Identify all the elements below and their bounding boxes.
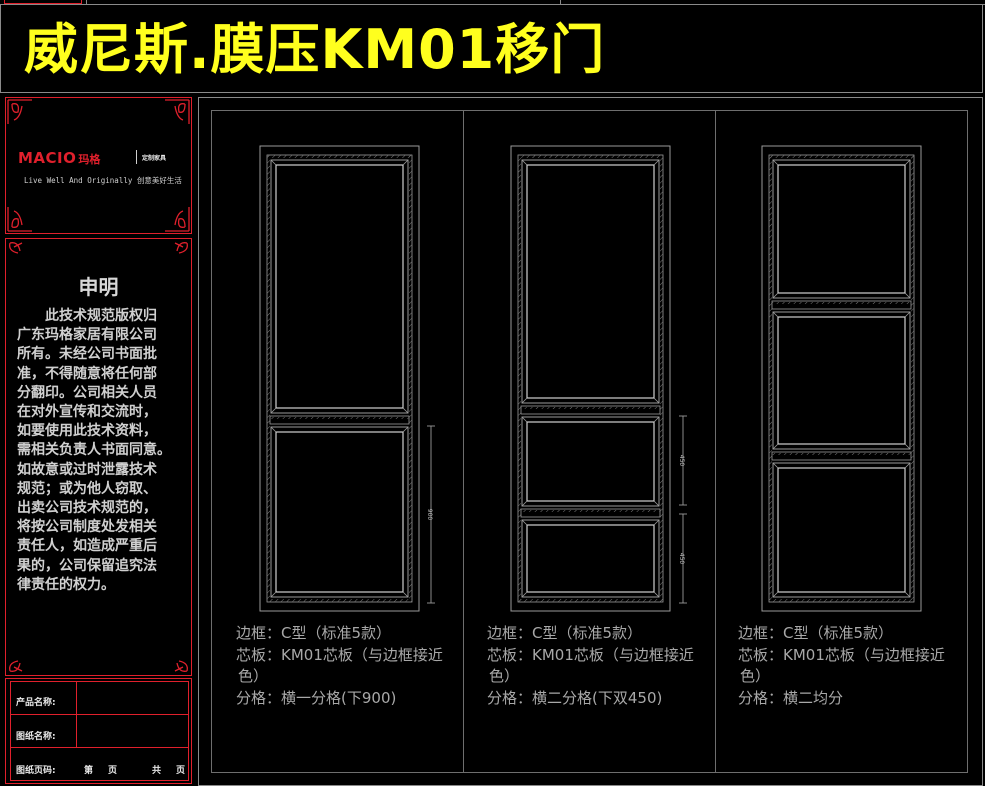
door-caption-2: 边框：C型（标准5款） 芯板：KM01芯板（与边框接近 色） 分格：横二分格(下…: [487, 624, 694, 707]
door-rail: [520, 508, 661, 518]
page-number-label: 图纸页码:: [16, 766, 56, 776]
corner-ornament-icon: [7, 99, 190, 232]
divider-1: [463, 110, 464, 773]
door-panel: [772, 159, 911, 299]
door-frame: [266, 154, 413, 603]
drawing-name-label: 图纸名称:: [16, 732, 56, 742]
drawing-inner-frame: [211, 110, 968, 773]
door-panel-inner: [777, 467, 906, 593]
declaration-heading: 申明: [78, 275, 119, 299]
door-caption-3: 边框：C型（标准5款） 芯板：KM01芯板（与边框接近 色） 分格：横二均分: [738, 624, 945, 707]
door-panel: [521, 519, 660, 598]
dimension-label: 450: [678, 455, 685, 467]
brand-slogan: Live Well And Originally 创意美好生活: [24, 176, 182, 185]
door-frame: [768, 154, 915, 603]
title-frame: [0, 5, 983, 93]
product-name-label: 产品名称:: [16, 698, 56, 708]
door-outline: [761, 145, 922, 612]
door-panel: [772, 311, 911, 450]
brand-logo-cn: 玛格: [78, 153, 101, 166]
door-rail: [771, 300, 912, 310]
divider-2: [715, 110, 716, 773]
door-panel-inner: [777, 164, 906, 294]
door-panel: [270, 426, 409, 598]
door-outline: [259, 145, 420, 612]
door-rail: [520, 405, 661, 415]
door-panel-inner: [526, 421, 655, 502]
door-panel: [772, 462, 911, 598]
door-rail: [771, 451, 912, 461]
door-rail: [269, 415, 410, 425]
door-frame: [517, 154, 664, 603]
door-outline: [510, 145, 671, 612]
door-panel: [521, 416, 660, 507]
dimension-label: 900: [426, 509, 433, 521]
page-title: 威尼斯.膜压KM01移门: [24, 18, 606, 81]
brand-logo: MACIO: [18, 149, 77, 167]
door-panel: [521, 159, 660, 404]
door-panel-inner: [777, 316, 906, 445]
door-panel-inner: [275, 164, 404, 409]
door-panel-inner: [275, 431, 404, 593]
meta-table: 产品名称: 图纸名称: 图纸页码: 第 页 共 页: [5, 678, 192, 784]
door-panel: [270, 159, 409, 414]
door-caption-1: 边框：C型（标准5款） 芯板：KM01芯板（与边框接近 色） 分格：横一分格(下…: [236, 624, 443, 707]
declaration-panel: 申明 此技术规范版权归 广东玛格家居有限公司 所有。未经公司书面批 准，不得随意…: [5, 238, 192, 676]
declaration-body: 此技术规范版权归 广东玛格家居有限公司 所有。未经公司书面批 准，不得随意将任何…: [17, 308, 171, 593]
door-panel-inner: [526, 164, 655, 399]
corner-ornament-icon: [9, 242, 188, 672]
dimension-label: 450: [678, 553, 685, 565]
top-strip: [0, 0, 985, 6]
brand-badge: 定制家具: [142, 155, 167, 162]
door-panel-inner: [526, 524, 655, 593]
